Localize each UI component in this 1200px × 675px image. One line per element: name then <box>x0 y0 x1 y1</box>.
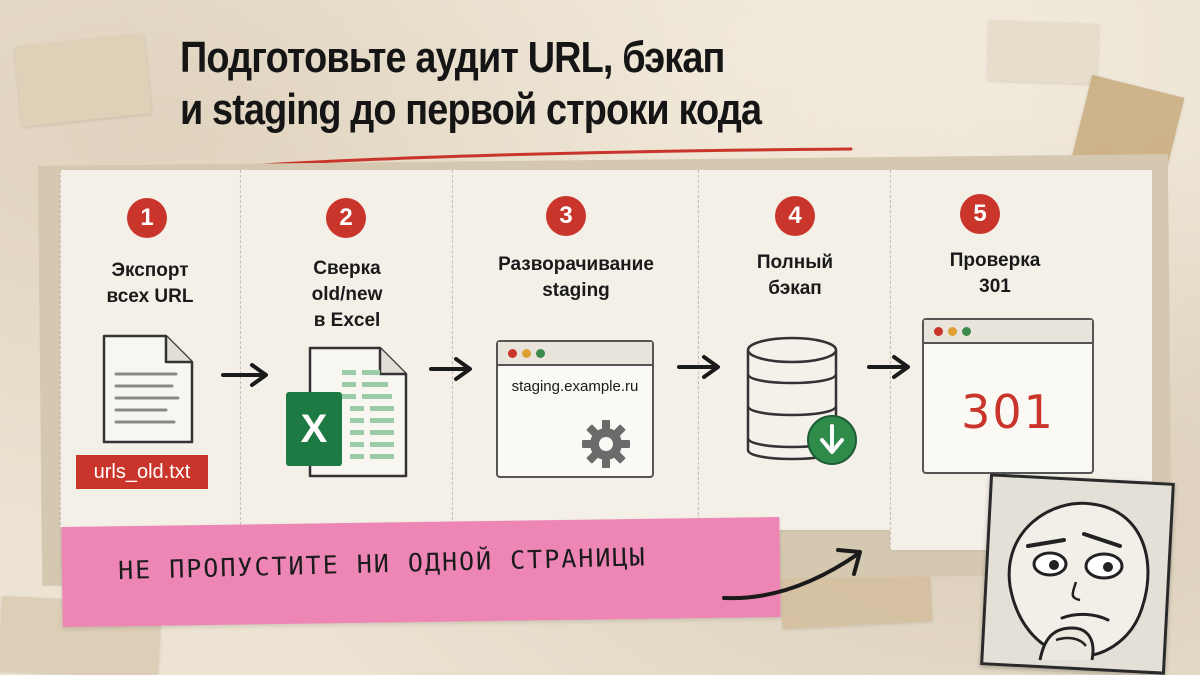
step-label-line: всех URL <box>106 286 194 307</box>
arrow-right-icon <box>867 355 910 379</box>
redirect-code: 301 <box>961 385 1055 439</box>
step-label-line: staging <box>542 280 610 301</box>
window-dot-green <box>962 327 971 336</box>
step-number-badge: 2 <box>326 198 366 238</box>
curved-arrow-icon <box>722 548 862 601</box>
window-dot-red <box>934 327 943 336</box>
browser-titlebar <box>498 342 652 366</box>
window-dot-green <box>536 349 545 358</box>
window-dot-yellow <box>522 349 531 358</box>
title-line-1: Подготовьте аудит URL, бэкап <box>180 33 725 82</box>
step-label-line: Сверка <box>313 258 381 279</box>
step-label-line: Проверка <box>949 250 1041 271</box>
step-number-badge: 5 <box>960 194 1000 234</box>
step-label-line: Экспорт <box>111 260 189 281</box>
excel-letter: X <box>300 406 328 451</box>
step-number-badge: 1 <box>127 198 167 238</box>
window-dot-yellow <box>948 327 957 336</box>
thinking-face-icon <box>1007 501 1150 661</box>
step-number-badge: 3 <box>546 196 586 236</box>
staging-url: staging.example.ru <box>511 378 639 395</box>
arrow-right-icon <box>221 363 268 387</box>
step-label-line: бэкап <box>768 278 822 299</box>
browser-icon <box>496 340 654 478</box>
title-line-2: и staging до первой строки кода <box>180 85 762 134</box>
database-icon <box>746 336 857 465</box>
step-label-line: 301 <box>979 276 1011 297</box>
step-number-badge: 4 <box>775 196 815 236</box>
step-label-line: Полный <box>756 252 834 273</box>
step-label-line: в Excel <box>313 310 381 331</box>
step-label-line: old/new <box>311 284 383 305</box>
step-label: Проверка 301 <box>910 248 1080 300</box>
page-title: Подготовьте аудит URL, бэкап и staging д… <box>180 32 773 136</box>
step-label: Сверка old/new в Excel <box>262 256 432 334</box>
arrow-right-icon <box>677 355 720 379</box>
excel-icon <box>286 346 408 478</box>
document-icon <box>102 334 194 444</box>
window-dot-red <box>508 349 517 358</box>
filename-tag: urls_old.txt <box>76 455 208 489</box>
step-label: Полный бэкап <box>712 250 878 302</box>
step-label: Экспорт всех URL <box>70 258 230 310</box>
step-label-line: Разворачивание <box>498 254 654 275</box>
tape-piece <box>14 33 152 127</box>
arrow-right-icon <box>429 357 472 381</box>
step-label: Разворачивание staging <box>466 252 686 304</box>
browser-icon <box>922 318 1094 474</box>
tape-piece <box>986 20 1100 84</box>
gear-icon <box>582 420 630 468</box>
browser-titlebar <box>924 320 1092 344</box>
